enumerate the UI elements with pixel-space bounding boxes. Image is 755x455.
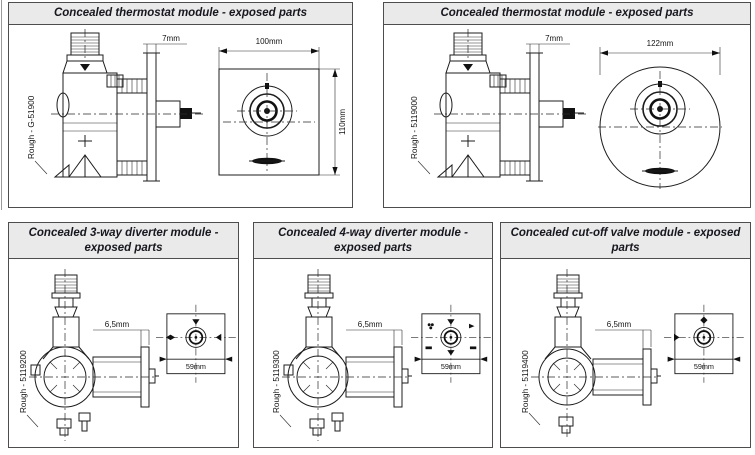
diverter-body-side [282, 269, 412, 441]
rough-code-callout: Rough - 5119300 [272, 350, 292, 428]
front-view-drawing: 59mm [411, 304, 491, 383]
front-view-drawing: 100mm 110mm [218, 37, 347, 176]
dimension-plate-offset: 7mm [143, 34, 187, 59]
rough-code-label: Rough - 5119300 [272, 350, 281, 413]
side-view-drawing: 6,5mm Rough - 5119200 [19, 269, 159, 441]
valve-body-side [434, 29, 586, 182]
dimension-label-6-5mm: 6,5mm [607, 320, 632, 329]
valve-body-side [51, 29, 203, 182]
rough-code-label: Rough - 5119000 [410, 96, 419, 159]
dimension-label-7mm: 7mm [162, 34, 180, 43]
rough-code-callout: Rough - 5119200 [19, 350, 39, 428]
plate-front-small: 59mm [664, 304, 744, 383]
dimension-label-122mm: 122mm [647, 39, 674, 48]
dimension-label-59mm: 59mm [694, 362, 714, 371]
rough-code-label: Rough - G-51900 [27, 95, 36, 159]
rough-code-callout: Rough - G-51900 [27, 95, 48, 175]
dimension-label-100mm: 100mm [256, 37, 283, 46]
panel-title-text: Concealed thermostat module - exposed pa… [53, 7, 308, 20]
plate-front-small: 59mm [156, 304, 236, 383]
panel-cutoff-valve: Concealed cut-off valve module - exposed… [500, 222, 751, 448]
side-view-drawing: 7mm Rough - 5119000 [410, 29, 586, 182]
dimension-label-110mm: 110mm [338, 109, 347, 135]
dimension-plate-offset: 6,5mm [595, 320, 652, 355]
front-view-drawing: 59mm [664, 304, 744, 383]
panel-title: Concealed 3-way diverter module - expose… [9, 223, 238, 259]
dimension-plate-offset: 6,5mm [93, 320, 150, 353]
side-view-drawing: 6,5mm Rough - 5119300 [272, 269, 412, 441]
front-view-drawing: 59mm [156, 304, 236, 383]
diverter-body-side [29, 269, 159, 441]
side-view-drawing: 7mm Rough - G-51900 [27, 29, 203, 182]
valve-body-side [531, 269, 661, 439]
panel-diverter-4way: Concealed 4-way diverter module - expose… [253, 222, 493, 448]
rough-code-callout: Rough - 5119000 [410, 96, 431, 175]
rough-code-label: Rough - 5119400 [521, 350, 530, 413]
panel-title: Concealed cut-off valve module - exposed… [501, 223, 750, 259]
panel-title: Concealed 4-way diverter module - expose… [254, 223, 492, 259]
panel-thermostat-square: Concealed thermostat module - exposed pa… [8, 2, 353, 208]
dimension-label-59mm: 59mm [186, 362, 206, 371]
plate-front-small: 59mm [411, 304, 491, 383]
side-view-drawing: 6,5mm Rough - 5119400 [521, 269, 661, 439]
plate-front-square: 100mm 110mm [218, 37, 347, 176]
panel-title-text: Concealed 3-way diverter module - expose… [28, 227, 219, 254]
rough-code-label: Rough - 5119200 [19, 350, 28, 413]
dimension-plate-offset: 7mm [526, 34, 570, 59]
dimension-label-6-5mm: 6,5mm [105, 320, 130, 329]
rough-code-callout: Rough - 5119400 [521, 350, 541, 426]
dimension-label-59mm: 59mm [441, 362, 461, 371]
dimension-label-6-5mm: 6,5mm [358, 320, 383, 329]
panel-title: Concealed thermostat module - exposed pa… [384, 3, 750, 25]
dimension-plate-offset: 6,5mm [346, 320, 403, 353]
front-view-drawing: 122mm [598, 39, 722, 189]
panel-title-text: Concealed cut-off valve module - exposed… [510, 227, 741, 254]
dimension-label-7mm: 7mm [545, 34, 563, 43]
panel-thermostat-round: Concealed thermostat module - exposed pa… [383, 2, 751, 208]
panel-diverter-3way: Concealed 3-way diverter module - expose… [8, 222, 239, 448]
plate-front-round: 122mm [598, 39, 722, 189]
panel-title: Concealed thermostat module - exposed pa… [9, 3, 352, 25]
panel-title-text: Concealed thermostat module - exposed pa… [440, 7, 694, 20]
page-edge-line-left [1, 0, 2, 210]
panel-title-text: Concealed 4-way diverter module - expose… [278, 227, 468, 254]
